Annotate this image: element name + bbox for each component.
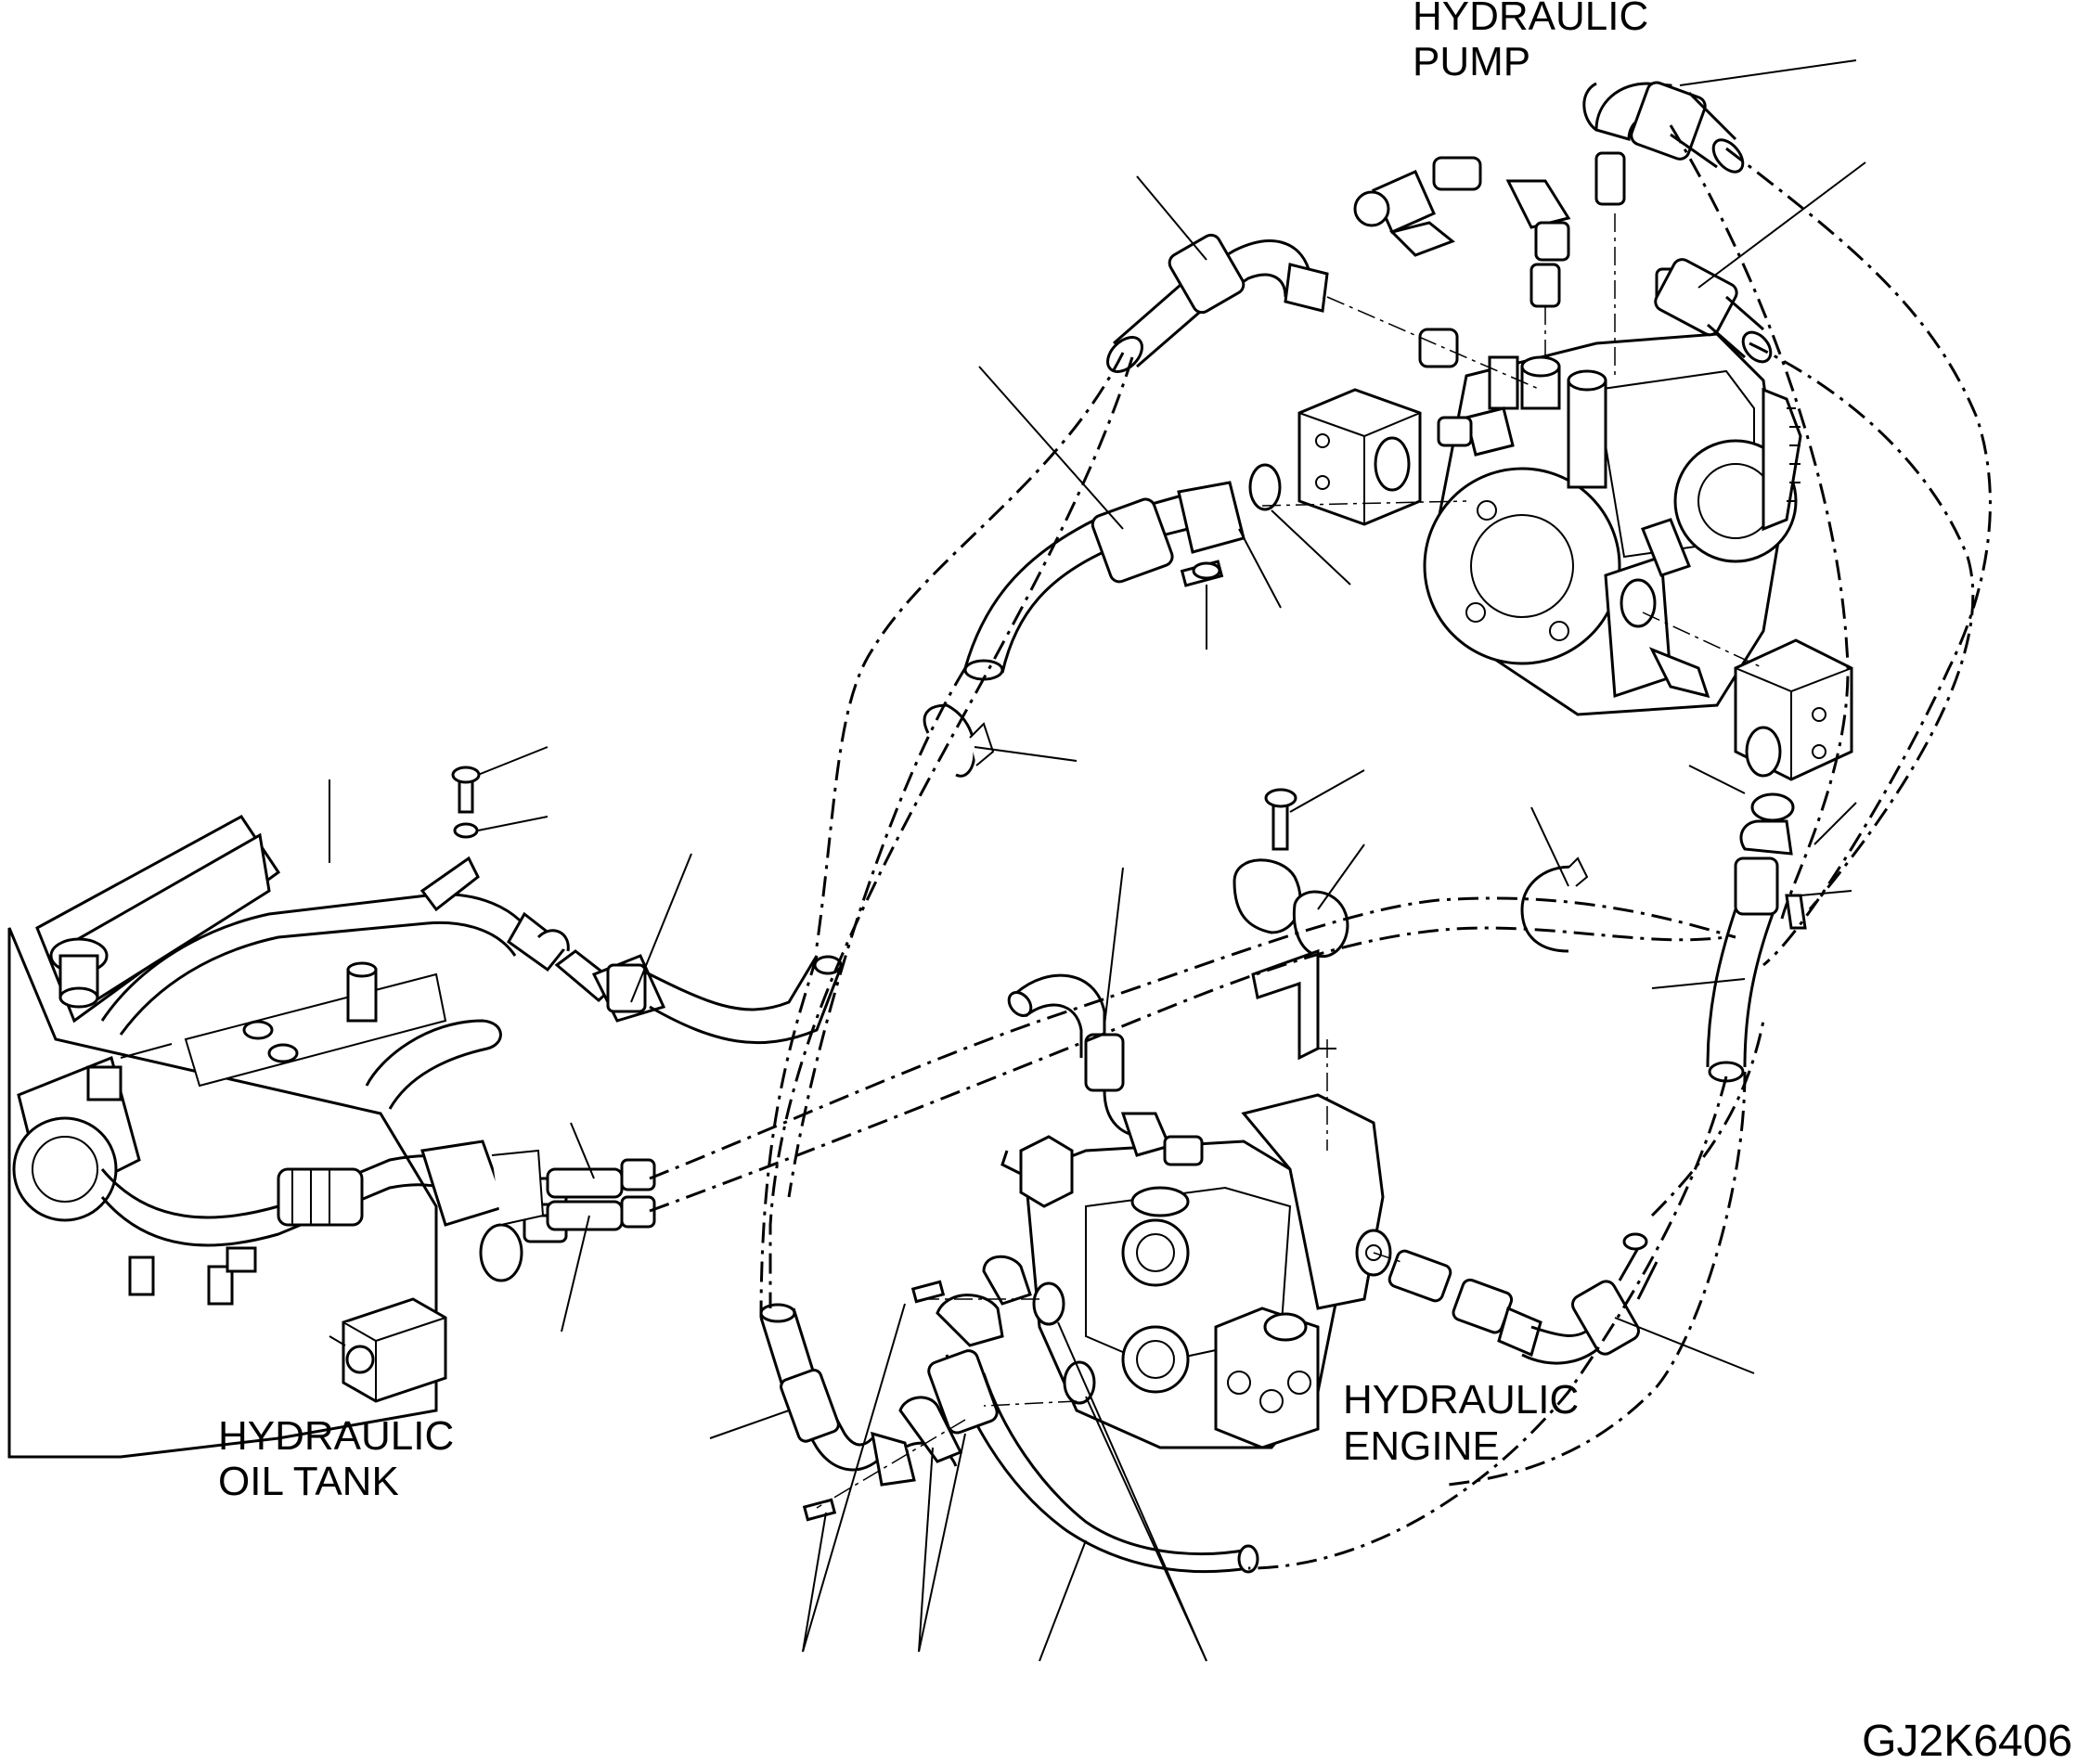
tank-bolt-washer: [451, 746, 549, 839]
hose-clamp-right: [1520, 856, 1589, 953]
leader-lines: [120, 59, 1866, 1662]
hydraulic-engine-label-line1: HYDRAULIC: [1343, 1377, 1579, 1423]
hydraulic-oil-tank-label-line2: OIL TANK: [218, 1459, 399, 1504]
hose-clamp-upper: [923, 703, 995, 778]
clamp-bracket-center: [1233, 788, 1349, 1061]
engine-hose-right: [1387, 1232, 1659, 1365]
hydraulic-pump: [1423, 332, 1802, 716]
tank-outlet-hose-pair: [546, 1158, 656, 1231]
pump-o-ring-left: [1248, 463, 1282, 511]
pump-flange-bolt: [1180, 560, 1224, 587]
pump-hose-middle: [963, 481, 1246, 681]
pump-o-ring-right: [1750, 792, 1795, 822]
engine-o-ring-lower: [1063, 1360, 1096, 1405]
figure-code: GJ2K6406: [1862, 1717, 2072, 1764]
hydraulic-oil-tank-label-line1: HYDRAULIC: [218, 1413, 454, 1459]
hydraulic-pump-label-line1: HYDRAULIC: [1413, 0, 1648, 39]
engine-o-ring-upper: [1032, 1281, 1065, 1326]
engine-flange-clamps: [802, 1255, 1032, 1522]
hydraulic-engine: [1000, 1093, 1392, 1449]
hydraulic-oil-tank: [7, 815, 570, 1459]
hydraulic-engine-label-line2: ENGINE: [1343, 1423, 1500, 1469]
pump-flange-block-left: [1297, 388, 1422, 526]
engine-hose-lower: [927, 1294, 1259, 1574]
hose-routing-lines: [649, 124, 1992, 1570]
pump-flange-block-right: [1734, 638, 1853, 781]
center-lines: [816, 213, 1764, 1509]
right-side-hose: [1706, 819, 1807, 1083]
tank-return-hose-upper: [554, 949, 843, 1045]
engine-hose-left: [759, 1303, 958, 1487]
pump-hose-top-right: [1594, 81, 1745, 174]
engine-hose-upper: [1007, 973, 1204, 1166]
pump-hose-upper: [1106, 233, 1329, 373]
hydraulic-pump-label-line2: PUMP: [1413, 39, 1530, 84]
